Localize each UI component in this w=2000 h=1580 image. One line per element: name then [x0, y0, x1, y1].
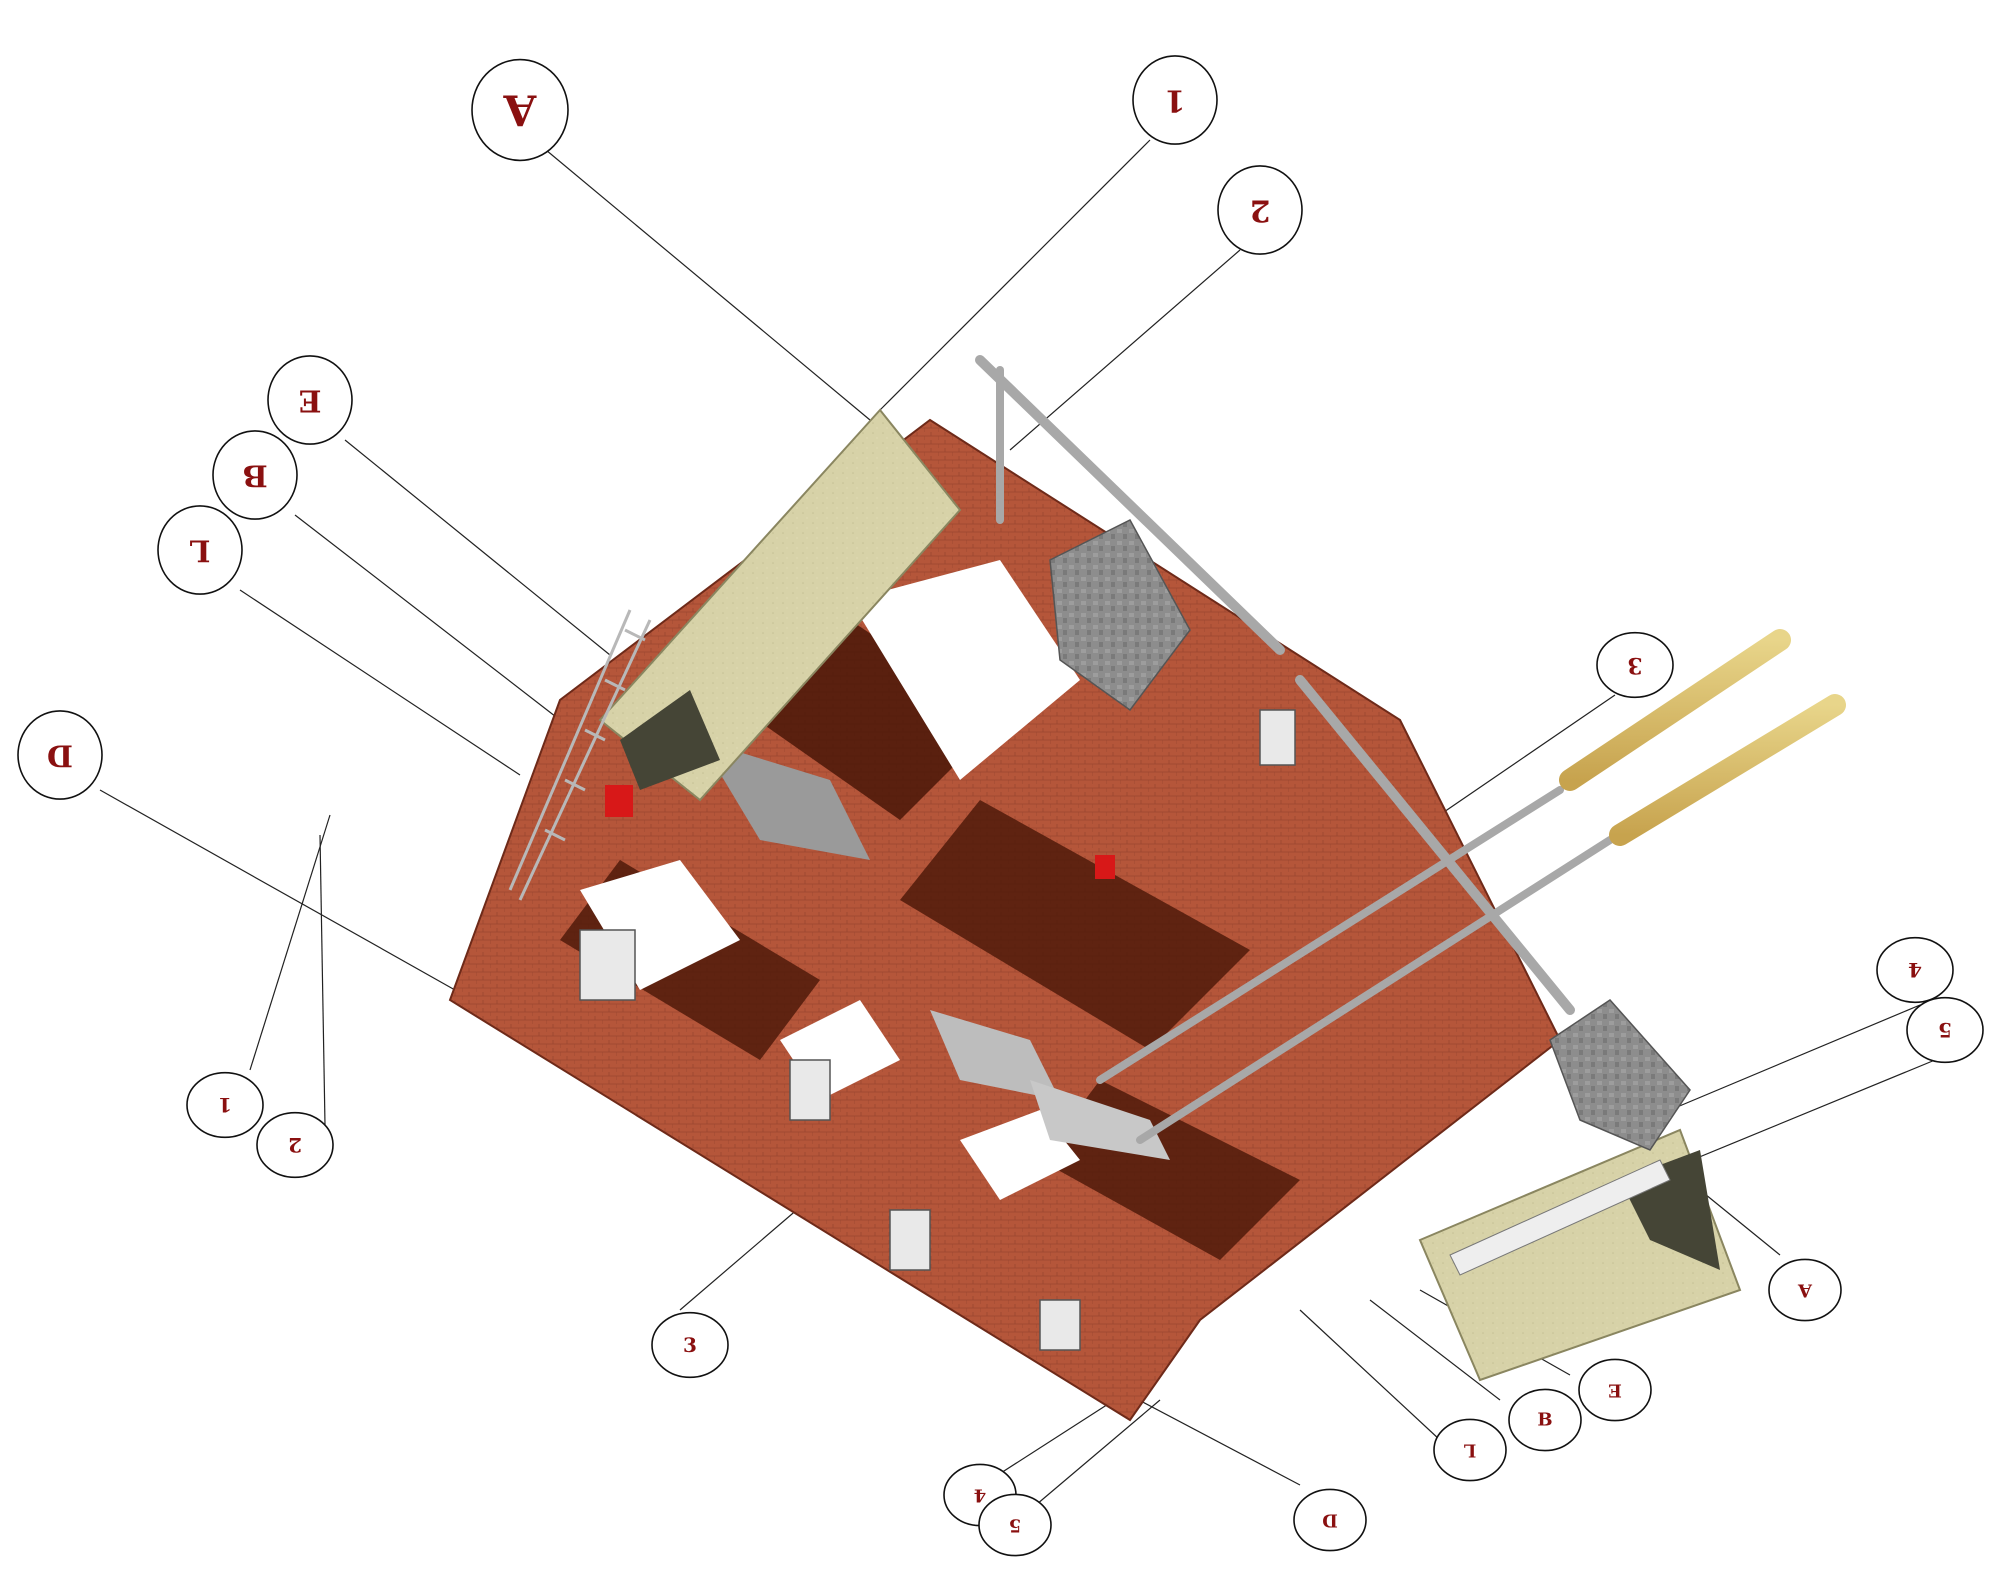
red-fitting: [1095, 855, 1115, 879]
grid-bubble-label: A: [502, 86, 537, 135]
grid-bubble: 1: [186, 1071, 264, 1139]
grid-bubble-circle: [256, 1111, 334, 1179]
grid-bubble-label: E: [299, 383, 322, 418]
building-model: [448, 355, 1846, 1422]
grid-bubble-label: L: [189, 533, 210, 568]
grid-bubble-circle: [212, 430, 298, 520]
stone-chimney: [1549, 999, 1691, 1151]
railing: [1449, 1159, 1671, 1276]
pipe: [1136, 836, 1614, 1144]
grid-bubble-circle: [1433, 1418, 1507, 1482]
grid-bubble: D: [17, 710, 103, 800]
window: [1039, 1299, 1081, 1351]
grid-bubble-label: L: [1463, 1440, 1476, 1461]
wood-pipe: [1559, 629, 1791, 791]
window: [579, 929, 636, 1001]
grid-bubble: 4: [1876, 936, 1954, 1004]
window: [1259, 709, 1296, 766]
grid-bubble-circle: [1132, 55, 1218, 145]
grid-bubble-circle: [1876, 936, 1954, 1004]
grid-bubble-circle: [978, 1493, 1052, 1557]
grid-bubble: A: [1768, 1258, 1842, 1322]
red-fitting: [605, 785, 633, 817]
grid-bubble: D: [1293, 1488, 1367, 1552]
window: [889, 1209, 931, 1271]
grid-bubble-circle: [471, 58, 569, 162]
grid-bubble-circle: [1293, 1488, 1367, 1552]
wood-pipe: [1609, 694, 1846, 846]
grid-bubble: B: [1508, 1388, 1582, 1452]
grid-bubble-label: 2: [1250, 193, 1271, 228]
stone-chimney: [1049, 519, 1191, 712]
grid-bubble-label: A: [1797, 1280, 1813, 1301]
grid-bubble-circle: [651, 1311, 729, 1379]
light-opening: [850, 560, 1080, 780]
grid-bubble: 5: [978, 1493, 1052, 1557]
grid-bubble-label: B: [242, 458, 267, 493]
grid-bubble-circle: [1768, 1258, 1842, 1322]
interior-wall: [1030, 1080, 1170, 1160]
pipe: [1096, 786, 1564, 1084]
interior-wall: [930, 1010, 1060, 1100]
grid-bubble: 5: [1906, 996, 1984, 1064]
grid-bubble-label: D: [47, 738, 73, 773]
grid-bubble: E: [1578, 1358, 1652, 1422]
grid-bubble-label: E: [1608, 1380, 1622, 1401]
grid-bubble: B: [212, 430, 298, 520]
grid-bubble: 3: [1596, 631, 1674, 699]
grid-bubble-label: 5: [1938, 1018, 1952, 1042]
grid-bubble: 3: [651, 1311, 729, 1379]
grid-bubble-label: 1: [1165, 83, 1186, 118]
grid-bubble-label: 4: [1908, 958, 1922, 982]
grid-bubble-circle: [157, 505, 243, 595]
grid-bubble-label: B: [1537, 1410, 1552, 1431]
grid-bubble-circle: [267, 355, 353, 445]
grid-bubble: A: [471, 58, 569, 162]
grid-bubble-circle: [1596, 631, 1674, 699]
leader-lines: [99, 139, 1936, 1511]
grid-bubble: 2: [256, 1111, 334, 1179]
pipe: [1295, 675, 1575, 1015]
grid-bubble-label: 5: [1009, 1515, 1022, 1536]
grid-bubble-circle: [1217, 165, 1303, 255]
grid-bubble-circle: [17, 710, 103, 800]
grid-bubble-circle: [1578, 1358, 1652, 1422]
concrete-slab-shadow: [620, 690, 720, 790]
ladder: [508, 609, 652, 901]
grid-bubble: E: [267, 355, 353, 445]
grid-bubble-label: 1: [218, 1093, 232, 1117]
grid-bubble-label: 3: [683, 1333, 697, 1357]
grid-bubble-label: 4: [974, 1485, 987, 1506]
grid-bubble: 1: [1132, 55, 1218, 145]
window: [789, 1059, 831, 1121]
grid-bubble: 2: [1217, 165, 1303, 255]
grid-bubble-circle: [186, 1071, 264, 1139]
interior-shadow: [900, 800, 1250, 1050]
interior-wall: [700, 740, 870, 860]
grid-bubble: L: [157, 505, 243, 595]
pipe: [975, 355, 1285, 655]
grid-bubble-label: 2: [288, 1133, 302, 1157]
light-opening: [580, 860, 740, 990]
grid-bubble-circle: [1906, 996, 1984, 1064]
grid-bubble-label: D: [1322, 1510, 1338, 1531]
grid-bubble-circle: [1508, 1388, 1582, 1452]
grid-bubble-label: 3: [1627, 652, 1642, 678]
grid-bubble: L: [1433, 1418, 1507, 1482]
